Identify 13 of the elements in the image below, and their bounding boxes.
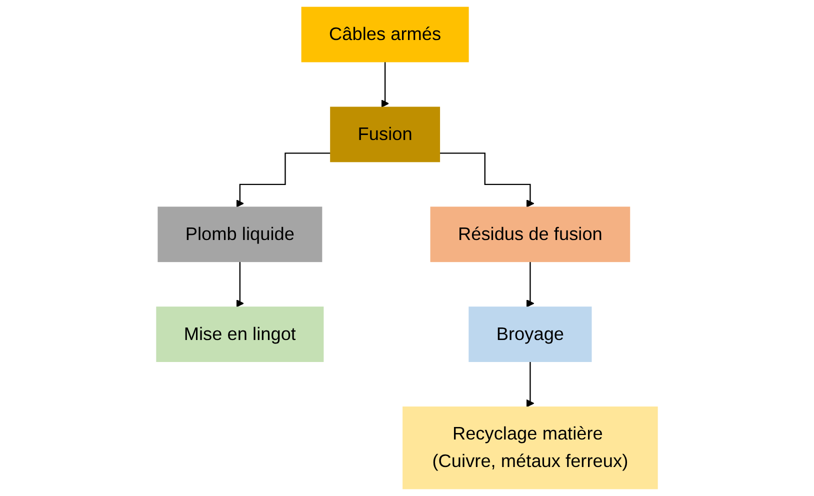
- node-box: Mise en lingot: [156, 306, 324, 362]
- node-box: Broyage: [468, 306, 592, 362]
- node-box: Recyclage matière (Cuivre, métaux ferreux): [402, 406, 658, 490]
- arrow: [440, 152, 534, 208]
- node-box: Résidus de fusion: [430, 206, 630, 262]
- node-box: Plomb liquide: [158, 206, 322, 262]
- arrow: [381, 61, 390, 108]
- arrow: [526, 261, 534, 308]
- arrow: [236, 261, 244, 308]
- node-box: Câbles armés: [301, 6, 469, 62]
- arrow: [236, 152, 331, 208]
- node-box: Fusion: [330, 106, 440, 162]
- arrow: [526, 360, 534, 408]
